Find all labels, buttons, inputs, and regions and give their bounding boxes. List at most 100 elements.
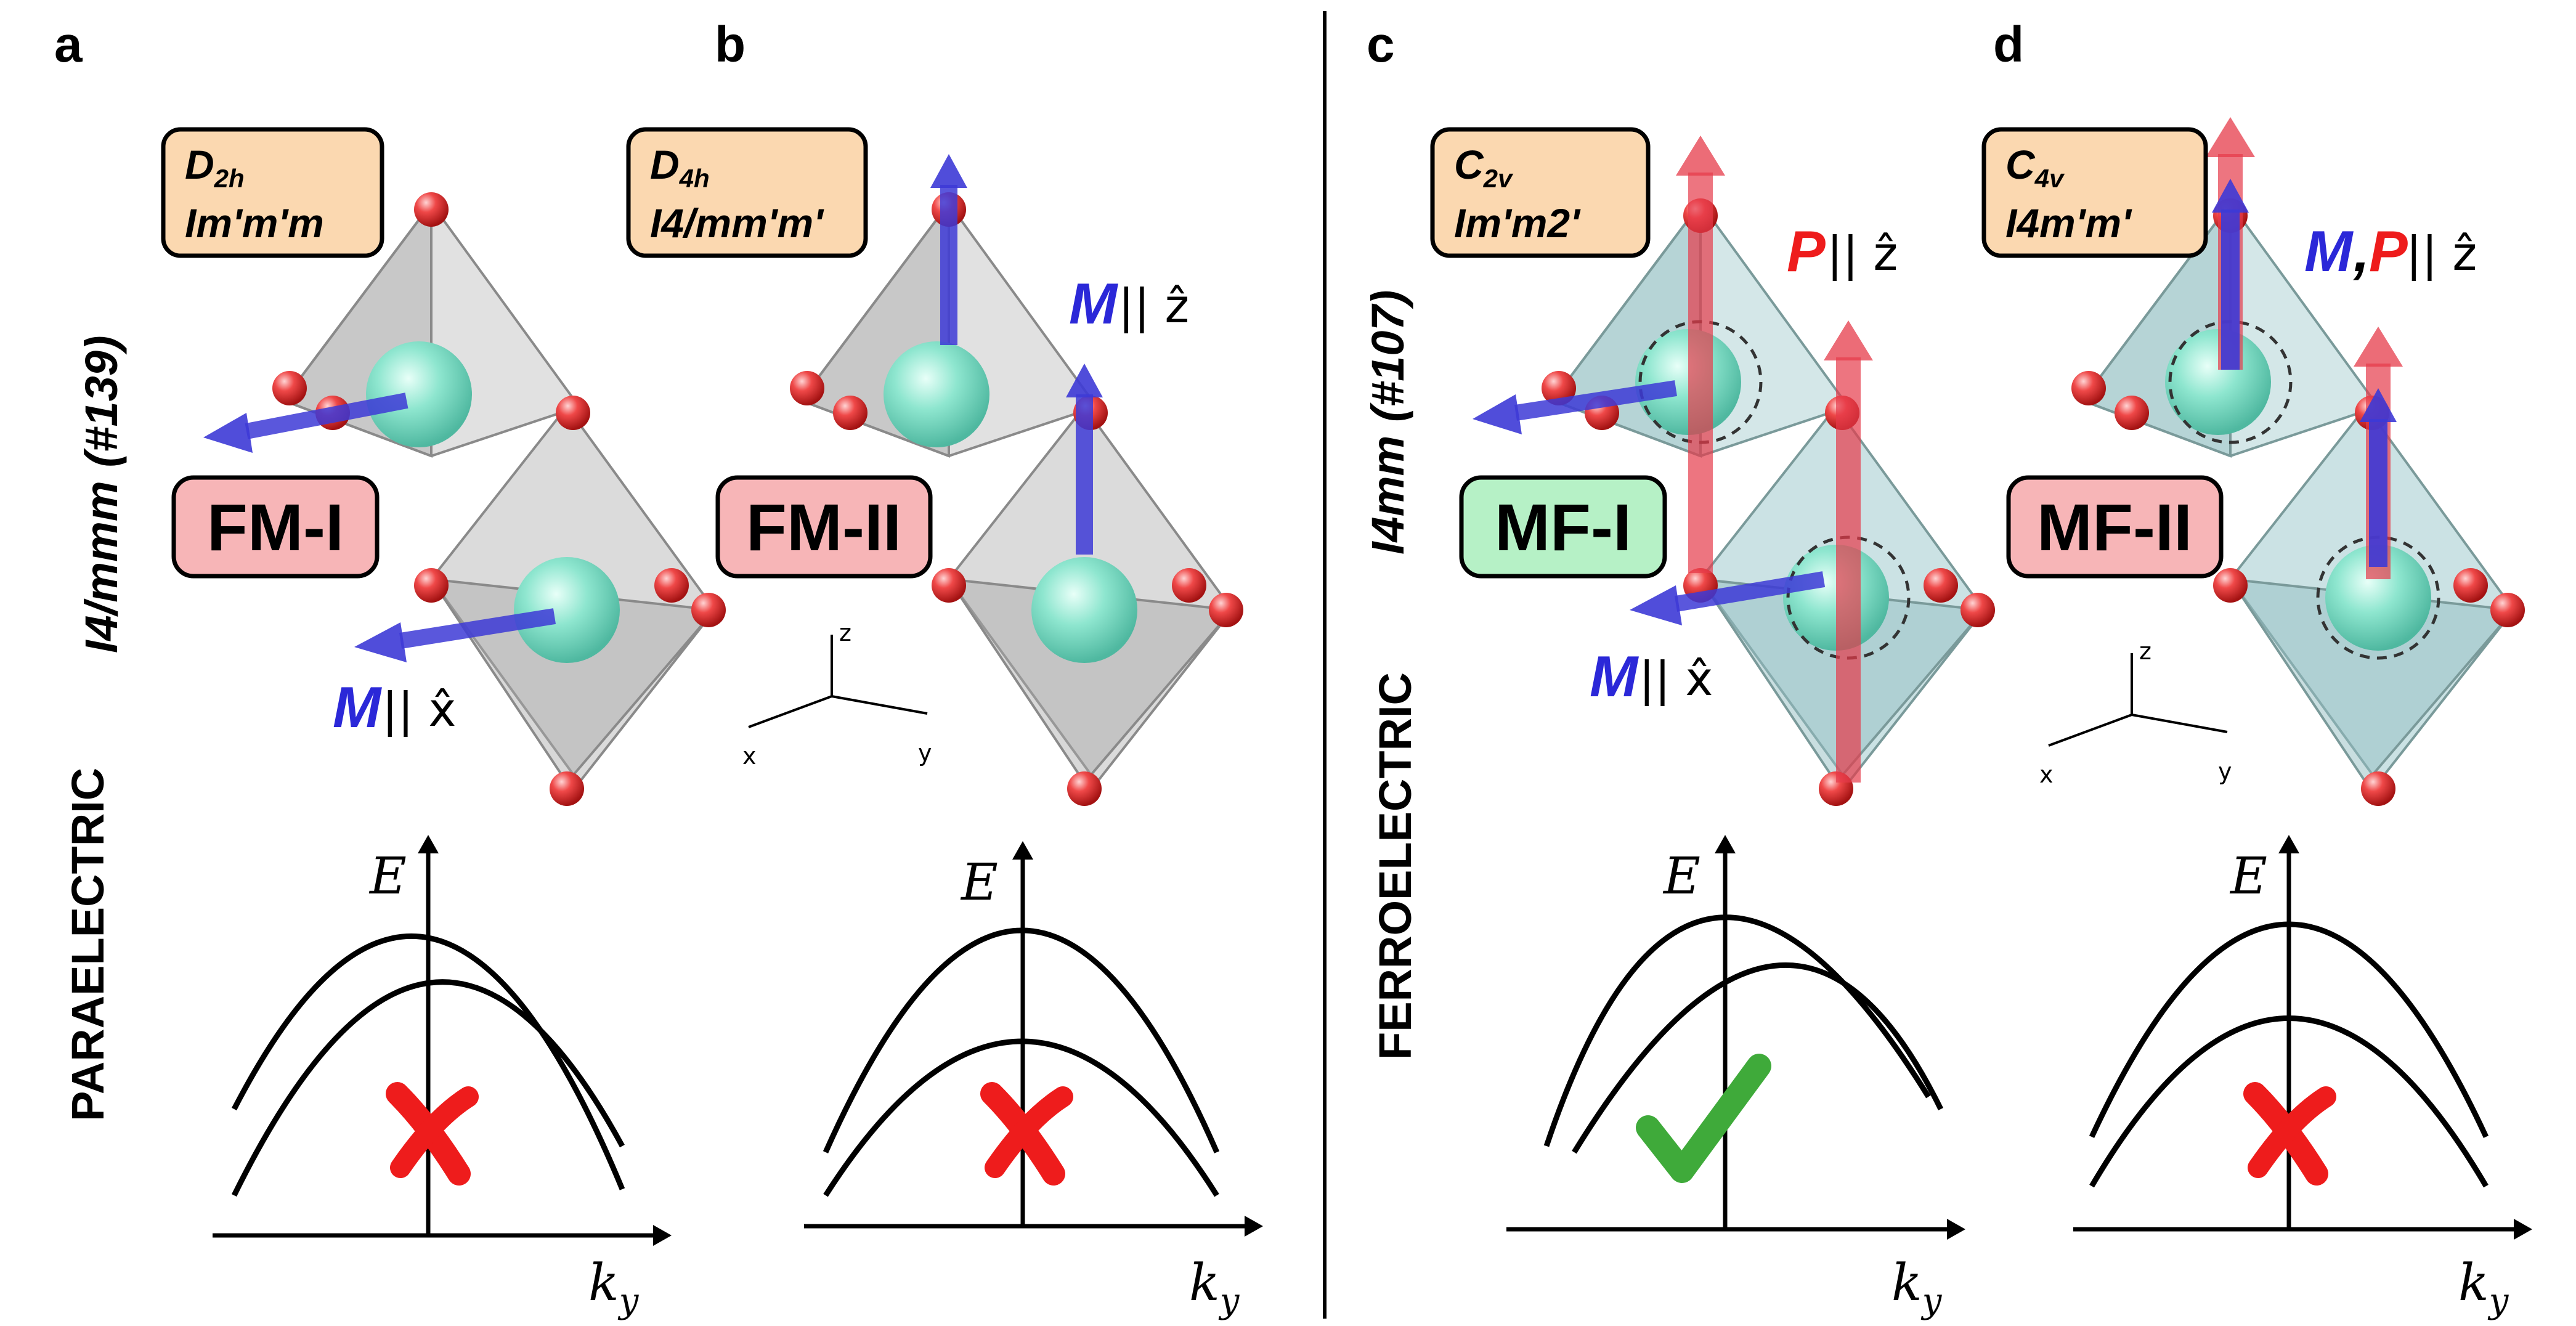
panel-letter-d: d [1993, 17, 2024, 73]
axis-x-d: x [2039, 761, 2054, 788]
space-group-a: Im'm'm [185, 200, 324, 246]
momentum-axis-sub-d: y [2487, 1281, 2509, 1321]
vector-direction-b: || ẑ [1118, 279, 1189, 334]
vector-label-a: M || x̂ [333, 675, 456, 739]
vector-label-c-m: M || x̂ [1590, 644, 1713, 709]
point-group-sub-b: 4h [679, 164, 710, 193]
energy-axis-label-c: E [1662, 847, 1700, 906]
magnetization-arrow-b2 [1066, 364, 1103, 555]
vector-m-a: M [333, 675, 382, 739]
cross-icon [2243, 1082, 2336, 1186]
momentum-axis-sub-a: y [617, 1281, 640, 1321]
panel-b: b D4h [626, 17, 1263, 1321]
left-space-group: I4/mmm [76, 481, 127, 653]
axis-triad-d: z y x [2039, 638, 2232, 788]
magnetization-arrow-d2 [2360, 388, 2397, 567]
left-side-label: I4/mmm (#139) PARAELECTRIC [62, 335, 127, 1121]
panel-letter-a: a [54, 17, 83, 73]
cross-icon [980, 1082, 1073, 1186]
axis-triad-b: z y x [742, 619, 932, 770]
magnetization-arrow-a1 [203, 393, 408, 453]
phase-label-a: FM-I [207, 490, 344, 564]
band-dispersion-b: E ky [804, 841, 1263, 1321]
phase-badge-d: MF-II [2006, 475, 2224, 579]
magnetization-arrow-c1 [1473, 380, 1677, 434]
cross-icon [386, 1082, 479, 1186]
space-group-d: I4m'm' [2005, 200, 2132, 246]
vector-label-d: M , P || ẑ [2304, 219, 2477, 283]
axis-y-d: y [2218, 758, 2232, 785]
momentum-axis-label-c: k [1891, 1254, 1922, 1312]
magnetization-arrow-d1 [2212, 179, 2249, 370]
panel-letter-c: c [1367, 17, 1395, 73]
vector-direction-c-m: || x̂ [1639, 651, 1713, 707]
left-space-group-number: (#139) [76, 335, 127, 467]
left-phase-label: PARAELECTRIC [62, 768, 113, 1121]
symmetry-badge-d: C4v I4m'm' [1981, 127, 2208, 258]
svg-text:ky: ky [1891, 1254, 1943, 1321]
energy-axis-label-b: E [960, 853, 998, 912]
point-group-sub-c: 2v [1483, 164, 1514, 193]
symmetry-badge-a: D2h Im'm'm [161, 127, 384, 258]
vector-label-b: M || ẑ [1069, 271, 1189, 336]
momentum-axis-label-d: k [2458, 1254, 2489, 1312]
polarization-arrow-c2 [1824, 320, 1873, 783]
vector-m-c: M [1590, 644, 1639, 709]
polarization-arrow-c1 [1676, 136, 1725, 573]
point-group-b: D [650, 142, 680, 187]
momentum-axis-sub-b: y [1218, 1281, 1240, 1321]
right-space-group-number: (#107) [1362, 290, 1413, 422]
energy-axis-label-a: E [368, 847, 407, 906]
svg-text:I4/mmm(#139): I4/mmm (#139) [76, 335, 127, 653]
vector-direction-a: || x̂ [382, 682, 456, 738]
right-side-label: I4mm(#107) FERROELECTRIC [1362, 290, 1421, 1060]
point-group-c: C [1454, 142, 1484, 187]
axis-z-d: z [2139, 638, 2151, 665]
symmetry-badge-b: D4h I4/mm'm' [626, 127, 868, 258]
band-dispersion-d: E ky [2073, 835, 2532, 1321]
svg-text:ky: ky [1189, 1254, 1240, 1321]
point-group-d: C [2005, 142, 2036, 187]
axis-y-b: y [918, 739, 932, 767]
band-dispersion-a: E ky [213, 835, 672, 1321]
panel-letter-b: b [715, 17, 746, 73]
vector-m-d: M [2304, 219, 2354, 283]
svg-text:I4mm(#107): I4mm (#107) [1362, 290, 1413, 555]
vector-direction-c-p: || ẑ [1827, 226, 1898, 282]
svg-text:ky: ky [2458, 1254, 2509, 1321]
check-icon [1636, 1054, 1771, 1183]
momentum-axis-label-b: k [1189, 1254, 1220, 1312]
space-group-b: I4/mm'm' [650, 200, 824, 246]
point-group-a: D [185, 142, 214, 187]
phase-badge-c: MF-I [1459, 475, 1667, 579]
vector-label-c-p: P || ẑ [1787, 219, 1898, 283]
magnetization-arrow-a2 [354, 608, 556, 662]
vector-direction-d: || ẑ [2406, 226, 2477, 282]
axis-z-b: z [839, 619, 851, 646]
energy-axis-label-d: E [2229, 847, 2267, 906]
phase-label-b: FM-II [746, 490, 901, 564]
magnetization-arrow-b1 [930, 154, 967, 345]
phase-label-d: MF-II [2037, 490, 2192, 564]
svg-text:D4h: D4h [650, 142, 710, 193]
panel-a: a [54, 17, 726, 1321]
svg-text:C2v: C2v [1454, 142, 1514, 193]
space-group-c: Im'm2' [1454, 200, 1581, 246]
point-group-sub-d: 4v [2034, 164, 2065, 193]
magnetization-arrow-c2 [1630, 571, 1826, 625]
right-space-group: I4mm [1362, 436, 1413, 555]
axis-x-b: x [742, 742, 757, 770]
svg-text:D2h: D2h [185, 142, 245, 193]
band-dispersion-c: E ky [1506, 835, 1965, 1321]
vector-sep-d: , [2353, 219, 2370, 283]
phase-badge-a: FM-I [171, 475, 380, 579]
octahedra-structure-a [272, 192, 726, 806]
vector-m-b: M [1069, 271, 1118, 336]
vector-p-d: P [2369, 219, 2408, 283]
panel-c: c [1367, 17, 1995, 1321]
svg-text:C4v: C4v [2005, 142, 2065, 193]
momentum-axis-label-a: k [588, 1254, 619, 1312]
symmetry-badge-c: C2v Im'm2' [1430, 127, 1651, 258]
point-group-sub-a: 2h [214, 164, 245, 193]
vector-p-c: P [1787, 219, 1826, 283]
